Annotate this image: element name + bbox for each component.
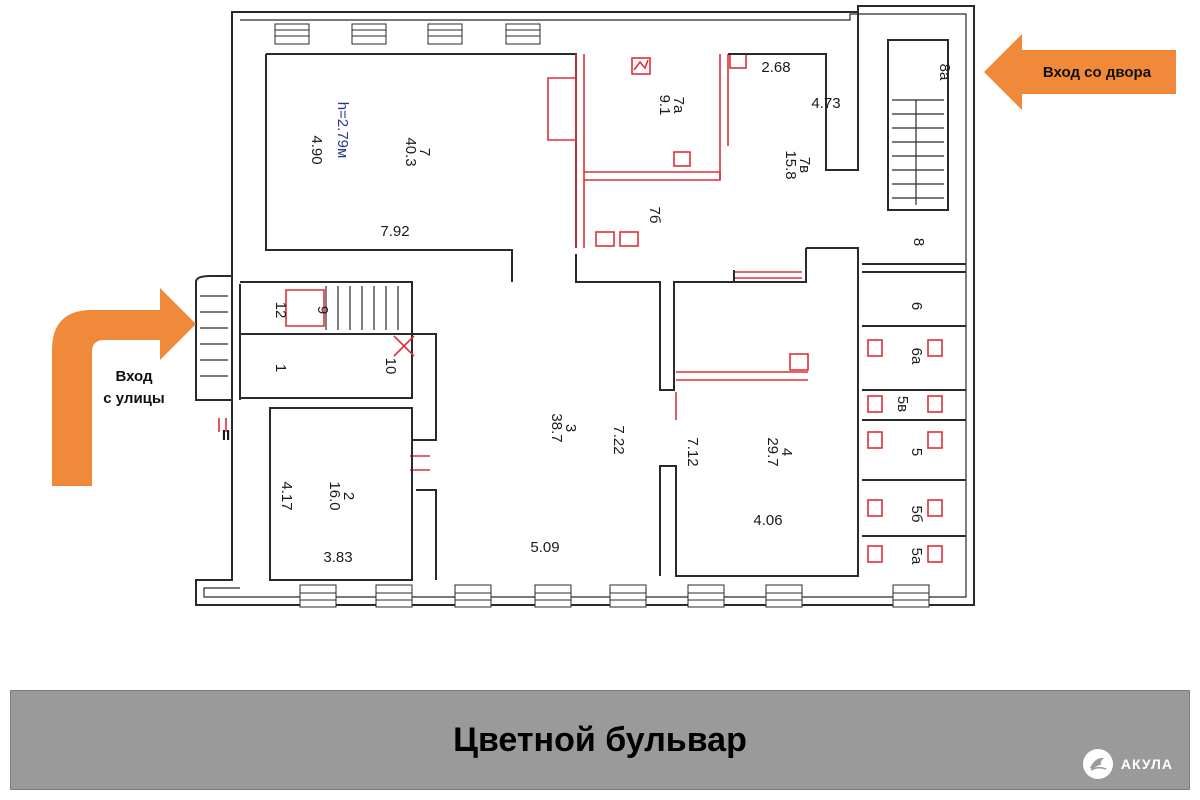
yard-entrance-text: Вход со двора (1042, 64, 1152, 81)
caption-banner: Цветной бульвар АКУЛА (10, 690, 1190, 790)
caption-title: Цветной бульвар (453, 720, 747, 759)
room-3-area: 38.7 (548, 413, 565, 442)
brand-name: АКУЛА (1120, 756, 1173, 772)
bathroom-fixtures (867, 339, 943, 563)
room-12-number: 12 (272, 302, 289, 319)
dim-5-09: 5.09 (530, 539, 559, 556)
top-windows (274, 23, 541, 45)
dim-7-92: 7.92 (380, 223, 409, 240)
room-1-number: 1 (272, 364, 289, 372)
room-7v-area: 15.8 (782, 150, 799, 179)
stair-9-red (285, 289, 325, 327)
dim-4-17: 4.17 (278, 481, 295, 510)
dim-7-12: 7.12 (684, 437, 701, 466)
street-entrance-line1: Вход (115, 368, 153, 385)
room-labels: h=2.79м 7 40.3 7а 9.1 7в 15.8 7б 3 38.7 … (272, 64, 953, 565)
room-7a-area: 9.1 (656, 95, 673, 116)
street-entrance-line2: с улицы (103, 390, 165, 407)
room-8-number: 8 (910, 238, 927, 246)
dim-2-68: 2.68 (761, 59, 790, 76)
dim-4-90: 4.90 (308, 135, 325, 164)
room-10-number: 10 (382, 358, 399, 375)
room-4-area: 29.7 (764, 437, 781, 466)
room-7-number: 7 (416, 148, 433, 156)
room-5b-number: 5б (908, 506, 925, 523)
middle-partition (575, 254, 735, 391)
street-entrance-steps (200, 295, 228, 377)
room-6a-number: 6а (908, 348, 925, 365)
room-7-area: 40.3 (402, 137, 419, 166)
room-6-number: 6 (908, 302, 925, 310)
stair-block-walls (239, 281, 413, 400)
bottom-windows (299, 584, 930, 608)
stair-10-cross (393, 335, 415, 357)
room-8a-number: 8а (936, 64, 953, 81)
room-9-number: 9 (314, 306, 331, 314)
dim-7-22: 7.22 (610, 425, 627, 454)
room-7b-number: 7б (646, 207, 663, 224)
room-4-walls (659, 247, 859, 577)
room-5v-number: 5в (894, 396, 911, 412)
bathroom-walls (862, 325, 966, 537)
dimension-labels: 4.90 7.92 2.68 4.73 7.22 7.12 4.06 5.09 … (222, 59, 841, 566)
roman-numeral-label: II (222, 427, 230, 444)
floor-plan: h=2.79м 7 40.3 7а 9.1 7в 15.8 7б 3 38.7 … (52, 5, 1176, 608)
room-5-number: 5 (908, 448, 925, 456)
yard-entrance-arrow (984, 34, 1176, 110)
stair-9-steps (325, 286, 399, 330)
stair-8a-steps (892, 99, 944, 205)
yard-entrance-label: Вход со двора (1014, 62, 1180, 84)
room-7a-number: 7а (670, 97, 687, 114)
street-entrance-label: Вход с улицы (84, 366, 184, 410)
landing-walls (412, 333, 437, 441)
street-entrance-arrow (52, 288, 196, 486)
outer-wall-inner (203, 13, 967, 598)
room-5a-number: 5а (908, 548, 925, 565)
height-label: h=2.79м (334, 102, 351, 159)
brand-logo-group: АКУЛА (1082, 749, 1173, 779)
red-partitions (410, 53, 809, 471)
stair-8a (887, 39, 949, 211)
dim-3-83: 3.83 (323, 549, 352, 566)
room-7v-number: 7в (796, 157, 813, 173)
dim-4-06: 4.06 (753, 512, 782, 529)
room-2-walls (269, 407, 437, 581)
dim-4-73: 4.73 (811, 95, 840, 112)
room-7v-walls (728, 12, 859, 171)
room-7-walls (265, 53, 577, 282)
room-4-number: 4 (778, 448, 795, 456)
room-2-number: 2 (340, 492, 357, 500)
room-2-area: 16.0 (326, 481, 343, 510)
street-entrance-walls (195, 275, 233, 401)
room-3-number: 3 (562, 424, 579, 432)
shark-logo-icon (1082, 749, 1113, 779)
roman-marker (218, 418, 227, 432)
outer-wall (195, 5, 975, 606)
corridor-8-walls (862, 263, 966, 273)
